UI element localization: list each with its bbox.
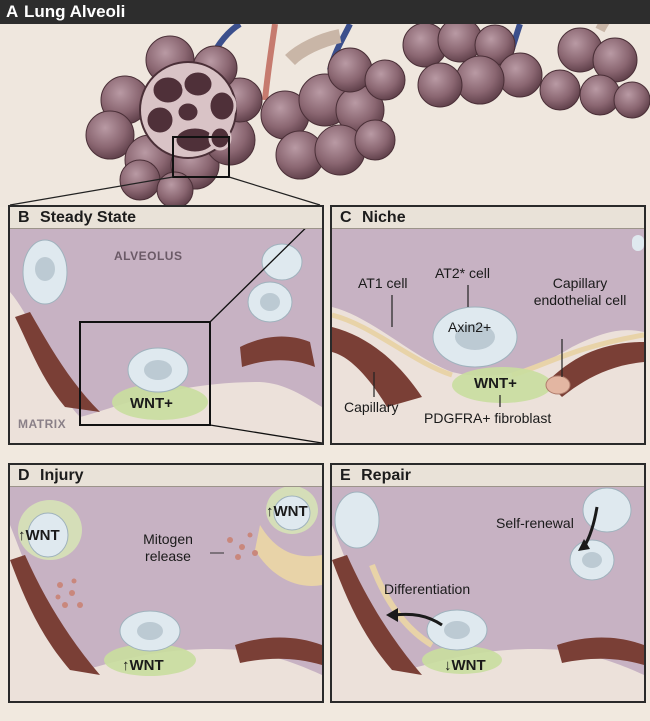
- label-at1-cell: AT1 cell: [358, 275, 408, 291]
- panel-c: C Niche AT1 cell AT2* cell Axin2+ Capill…: [330, 205, 646, 445]
- panel-d: D Injury ↑WNT ↑WNT ↑WNT Mitogen release: [8, 463, 324, 703]
- label-matrix: MATRIX: [18, 417, 67, 431]
- label-self-renewal: Self-renewal: [496, 515, 574, 531]
- label-wnt-up-bottom: ↑WNT: [122, 657, 164, 674]
- panel-b: B Steady State ALVEOLUS MATRIX WNT+: [8, 205, 324, 445]
- steady-state-illustration: [10, 207, 322, 443]
- label-differentiation: Differentiation: [384, 581, 471, 597]
- repair-illustration: [332, 465, 644, 701]
- panel-b-letter: B: [18, 209, 30, 226]
- label-wnt-plus-c: WNT+: [474, 375, 517, 392]
- panel-c-title: Niche: [362, 209, 406, 226]
- panel-e: E Repair Self-renewal Differentiation ↓W…: [330, 463, 646, 703]
- injury-illustration: [10, 465, 322, 701]
- panel-b-title: Steady State: [40, 209, 137, 226]
- label-capillary-endothelial-cell: Capillary endothelial cell: [533, 275, 627, 308]
- label-axin2: Axin2+: [448, 319, 492, 335]
- panel-d-letter: D: [18, 467, 30, 484]
- panel-c-letter: C: [340, 209, 352, 226]
- alveoli-illustration: [9, 7, 650, 209]
- panel-a: A Lung Alveoli: [0, 0, 650, 209]
- panel-a-header: A Lung Alveoli: [0, 0, 650, 24]
- label-wnt-up-left: ↑WNT: [18, 527, 60, 544]
- panel-d-title: Injury: [40, 467, 84, 484]
- niche-illustration: [332, 207, 644, 443]
- label-wnt-plus-b: WNT+: [130, 395, 173, 412]
- panel-a-letter: A: [6, 2, 19, 21]
- label-wnt-down: ↓WNT: [444, 657, 486, 674]
- label-wnt-up-right: ↑WNT: [266, 503, 308, 520]
- label-at2-cell: AT2* cell: [435, 265, 490, 281]
- label-pdgfra-fibroblast: PDGFRA+ fibroblast: [424, 410, 552, 426]
- panel-e-letter: E: [340, 467, 351, 484]
- panel-e-title: Repair: [361, 467, 411, 484]
- label-alveolus: ALVEOLUS: [114, 249, 183, 263]
- label-mitogen-release: Mitogen release: [143, 531, 193, 564]
- panel-a-title: Lung Alveoli: [24, 2, 126, 21]
- label-capillary: Capillary: [344, 399, 399, 415]
